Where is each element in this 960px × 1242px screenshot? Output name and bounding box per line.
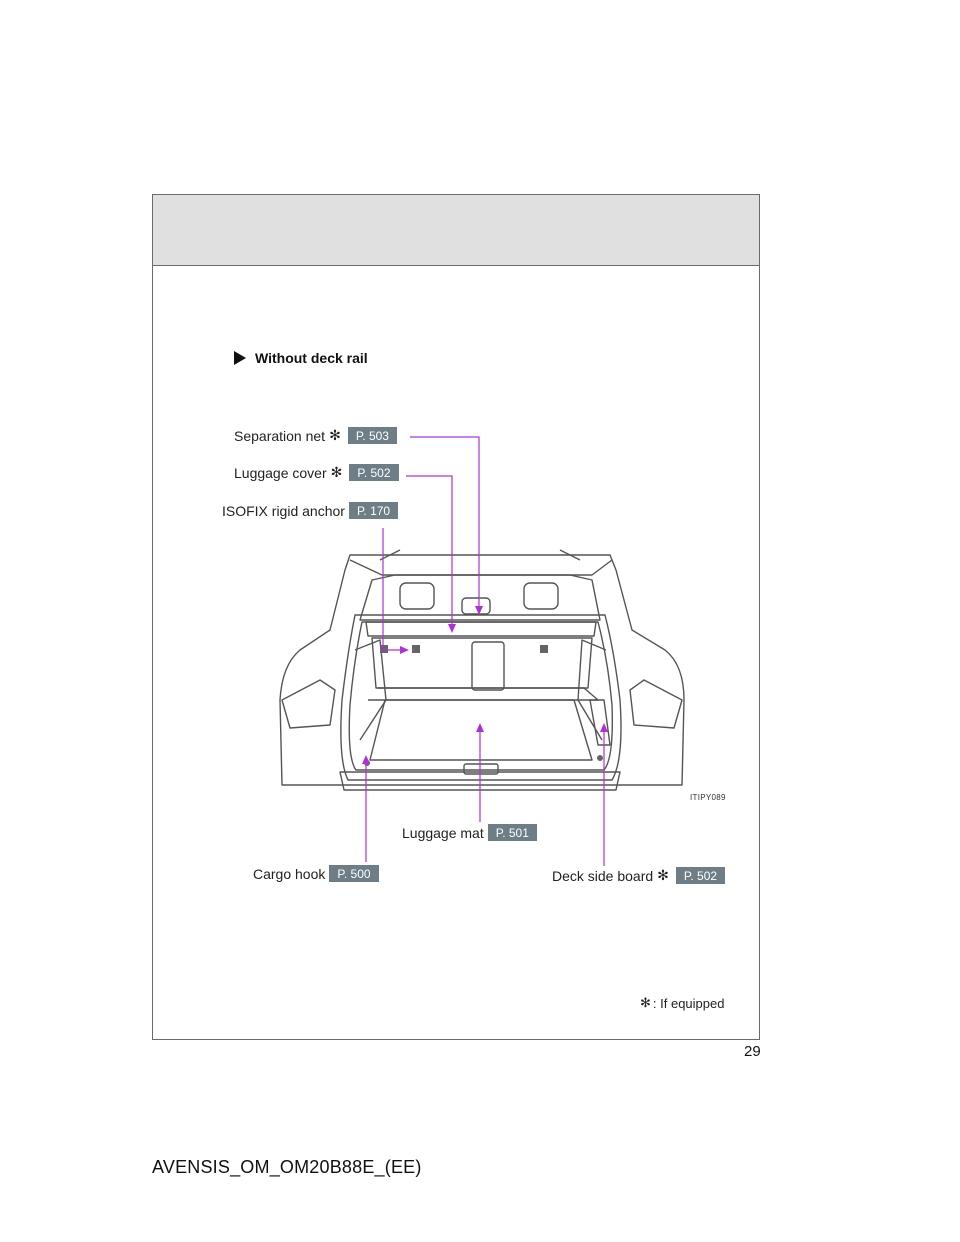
page-frame: [152, 194, 760, 1040]
triangle-bullet-icon: [234, 351, 246, 365]
callout-luggage-mat: Luggage mat P. 501: [402, 824, 537, 841]
page-reference-badge[interactable]: P. 500: [329, 865, 379, 882]
callout-label: Luggage mat: [402, 824, 484, 841]
callout-label: Separation net: [234, 427, 326, 444]
callout-label: Deck side board: [552, 867, 654, 884]
section-title-text: Without deck rail: [255, 350, 368, 366]
callout-separation-net: Separation net ✻ P. 503: [234, 427, 397, 444]
callout-luggage-cover: Luggage cover ✻ P. 502: [234, 464, 399, 481]
page-reference-badge[interactable]: P. 502: [349, 464, 399, 481]
page-number: 29: [744, 1043, 761, 1060]
callout-isofix-anchor: ISOFIX rigid anchor P. 170: [222, 502, 399, 519]
footnote-text: : If equipped: [652, 995, 725, 1011]
asterisk-icon: ✻: [330, 464, 343, 480]
callout-label: ISOFIX rigid anchor: [222, 502, 345, 519]
callout-deck-side-board: Deck side board ✻ P. 502: [552, 867, 726, 884]
callout-label: Cargo hook: [253, 865, 326, 882]
page-reference-badge[interactable]: P. 503: [347, 427, 397, 444]
asterisk-icon: ✻: [657, 867, 669, 883]
callout-label: Luggage cover: [234, 464, 327, 481]
asterisk-icon: ✻: [329, 427, 341, 443]
footer-document-code: AVENSIS_OM_OM20B88E_(EE): [152, 1157, 422, 1177]
section-title: Without deck rail: [234, 350, 368, 366]
footnote: ✻ : If equipped: [640, 995, 724, 1011]
page-reference-badge[interactable]: P. 501: [487, 824, 537, 841]
page-reference-badge[interactable]: P. 170: [348, 502, 399, 519]
figure-code: ITIPY089: [690, 793, 726, 802]
callout-cargo-hook: Cargo hook P. 500: [253, 865, 379, 882]
page-reference-badge[interactable]: P. 502: [675, 867, 726, 884]
asterisk-icon: ✻: [640, 995, 651, 1010]
header-band: [153, 195, 759, 266]
